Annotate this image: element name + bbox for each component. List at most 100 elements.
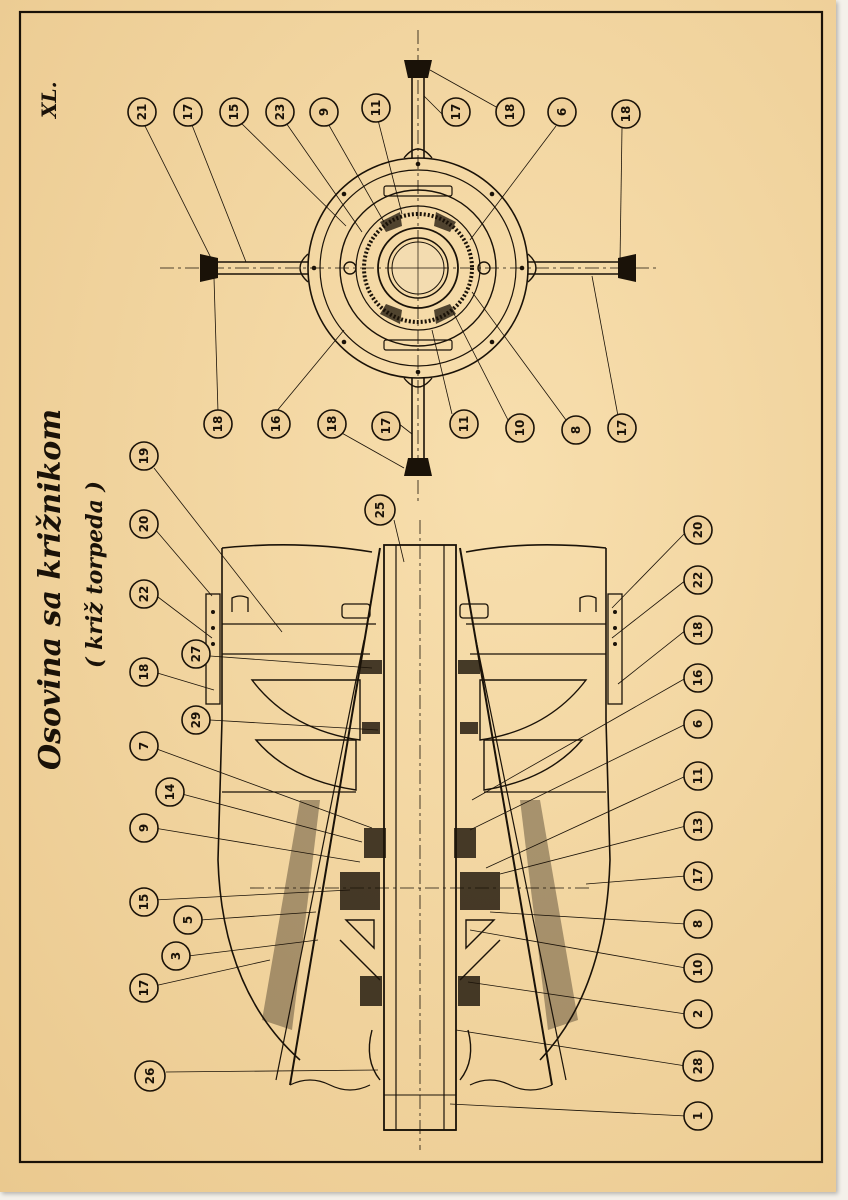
plate-number: XL. — [37, 81, 61, 120]
callout: 18 — [495, 97, 525, 127]
callout: 10 — [505, 413, 535, 443]
drawing-sheet: XL. Osovina sa križnikom ( križ torpeda … — [0, 0, 836, 1192]
callout: 17 — [129, 973, 159, 1003]
section-view-leaders — [153, 467, 687, 1117]
svg-text:18: 18 — [137, 664, 151, 681]
callout: 27 — [181, 639, 211, 669]
top-view-callouts: 21 17 15 23 9 11 17 18 6 18 18 16 18 17 … — [127, 93, 641, 445]
callout: 16 — [261, 409, 291, 439]
svg-text:17: 17 — [379, 418, 393, 435]
callout: 11 — [449, 409, 479, 439]
svg-text:13: 13 — [691, 818, 705, 835]
svg-text:10: 10 — [513, 420, 527, 437]
callout: 1 — [683, 1101, 713, 1131]
callout: 3 — [161, 941, 191, 971]
svg-text:21: 21 — [135, 104, 149, 121]
callout: 18 — [203, 409, 233, 439]
top-view-leaders — [141, 69, 623, 469]
drawing-subtitle: ( križ torpeda ) — [82, 481, 108, 668]
callout: 18 — [683, 615, 713, 645]
svg-text:16: 16 — [691, 670, 705, 687]
callout: 10 — [683, 953, 713, 983]
callout: 14 — [155, 777, 185, 807]
svg-text:2: 2 — [691, 1010, 705, 1018]
callout: 17 — [371, 411, 401, 441]
callout: 9 — [129, 813, 159, 843]
callout: 17 — [173, 97, 203, 127]
svg-text:27: 27 — [189, 646, 203, 663]
svg-text:19: 19 — [137, 448, 151, 465]
svg-text:8: 8 — [691, 920, 705, 928]
svg-text:9: 9 — [317, 108, 331, 116]
svg-text:6: 6 — [691, 720, 705, 728]
svg-text:11: 11 — [457, 416, 471, 433]
svg-text:11: 11 — [691, 768, 705, 785]
svg-text:18: 18 — [211, 416, 225, 433]
svg-text:14: 14 — [163, 784, 177, 801]
svg-text:20: 20 — [137, 516, 151, 533]
section-view — [205, 520, 623, 1150]
svg-text:17: 17 — [449, 104, 463, 121]
svg-text:28: 28 — [691, 1058, 705, 1075]
callout: 11 — [361, 93, 391, 123]
callout: 22 — [129, 579, 159, 609]
svg-text:22: 22 — [137, 586, 151, 603]
callout: 8 — [683, 909, 713, 939]
drawing-title: Osovina sa križnikom — [33, 409, 68, 770]
svg-text:18: 18 — [503, 104, 517, 121]
svg-text:20: 20 — [691, 522, 705, 539]
svg-text:16: 16 — [269, 416, 283, 433]
technical-drawing: XL. Osovina sa križnikom ( križ torpeda … — [18, 10, 824, 1164]
svg-text:10: 10 — [691, 960, 705, 977]
callout: 13 — [683, 811, 713, 841]
svg-text:5: 5 — [181, 916, 195, 924]
svg-text:11: 11 — [369, 100, 383, 117]
callout: 21 — [127, 97, 157, 127]
callout: 8 — [561, 415, 591, 445]
callout: 18 — [611, 99, 641, 129]
callout: 7 — [129, 731, 159, 761]
svg-text:17: 17 — [181, 104, 195, 121]
svg-text:3: 3 — [169, 952, 183, 960]
callout: 25 — [364, 494, 396, 526]
callout: 9 — [309, 97, 339, 127]
svg-text:25: 25 — [373, 502, 387, 519]
svg-text:17: 17 — [691, 868, 705, 885]
svg-text:6: 6 — [555, 108, 569, 116]
drawing-frame — [18, 10, 824, 1164]
callout: 15 — [219, 97, 249, 127]
callout: 11 — [683, 761, 713, 791]
callout: 22 — [683, 565, 713, 595]
callout: 18 — [129, 657, 159, 687]
callout: 23 — [265, 97, 295, 127]
callout: 16 — [683, 663, 713, 693]
svg-text:1: 1 — [691, 1112, 705, 1120]
top-view — [160, 30, 660, 505]
svg-text:18: 18 — [325, 416, 339, 433]
callout: 20 — [129, 509, 159, 539]
callout: 6 — [683, 709, 713, 739]
svg-text:22: 22 — [691, 572, 705, 589]
callout: 26 — [134, 1060, 166, 1092]
section-view-callouts: 19 20 22 18 7 14 9 15 3 17 26 27 29 5 25… — [129, 441, 714, 1131]
svg-text:8: 8 — [569, 426, 583, 434]
callout: 17 — [683, 861, 713, 891]
svg-text:18: 18 — [691, 622, 705, 639]
svg-text:29: 29 — [189, 712, 203, 729]
svg-text:26: 26 — [143, 1068, 157, 1085]
callout: 2 — [683, 999, 713, 1029]
callout: 28 — [682, 1050, 714, 1082]
svg-text:18: 18 — [619, 106, 633, 123]
callout: 17 — [441, 97, 471, 127]
svg-text:17: 17 — [137, 980, 151, 997]
callout: 29 — [181, 705, 211, 735]
callout: 15 — [129, 887, 159, 917]
callout: 20 — [683, 515, 713, 545]
svg-text:15: 15 — [137, 894, 151, 911]
svg-text:7: 7 — [137, 742, 151, 750]
svg-text:23: 23 — [273, 104, 287, 121]
svg-text:15: 15 — [227, 104, 241, 121]
callout: 17 — [607, 413, 637, 443]
svg-text:17: 17 — [615, 420, 629, 437]
callout: 6 — [547, 97, 577, 127]
